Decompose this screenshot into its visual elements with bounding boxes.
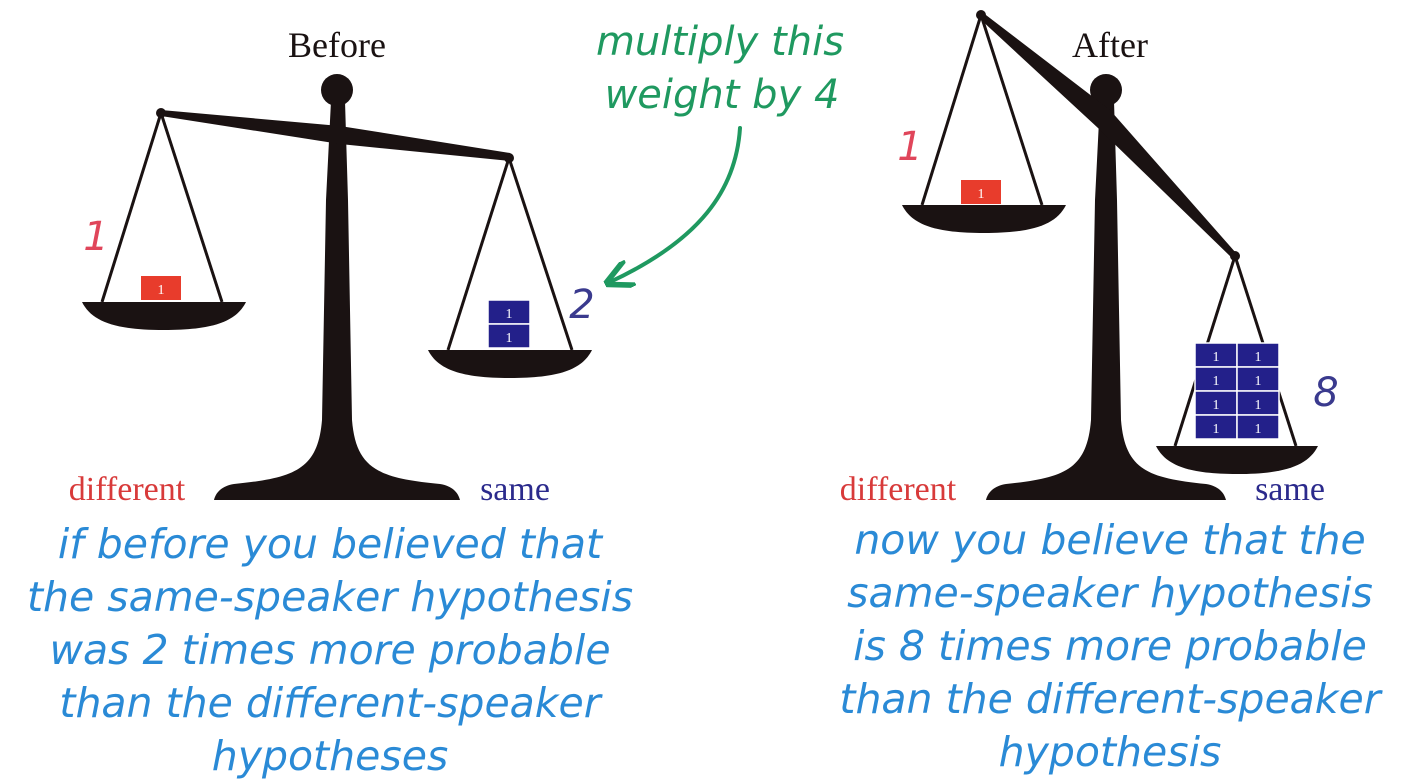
after-scale-knob [1090, 74, 1122, 106]
after-scale: After 1 1 1 1 1 1 1 1 1 1 8 different [840, 10, 1339, 508]
weight-block [1236, 390, 1280, 416]
weight-label: 1 [1213, 350, 1220, 365]
before-title: Before [288, 25, 386, 65]
weight-label: 1 [1255, 374, 1262, 389]
weight-label: 1 [1255, 422, 1262, 437]
after-scale-beam [979, 12, 1236, 258]
before-right-count: 2 [569, 282, 594, 328]
weight-block [1236, 366, 1280, 392]
before-left-pan [82, 112, 246, 330]
annotation-line-2: weight by 4 [605, 72, 840, 118]
after-left-count: 1 [897, 124, 922, 170]
after-scale-post [986, 101, 1226, 500]
after-caption: now you believe that the same-speaker hy… [839, 516, 1381, 776]
after-right-weights: 1 1 1 1 1 1 1 1 [1194, 342, 1280, 440]
weight-block [1194, 414, 1238, 440]
weight-label: 1 [506, 331, 513, 346]
after-left-pan [902, 14, 1066, 233]
weight-block [1236, 414, 1280, 440]
weight-label: 1 [1213, 422, 1220, 437]
weight-label: 1 [1213, 374, 1220, 389]
before-left-weight: 1 [141, 276, 181, 300]
after-left-weight: 1 [961, 180, 1001, 204]
weight-label: 1 [1255, 398, 1262, 413]
after-right-count: 8 [1313, 370, 1338, 416]
before-right-pan [428, 157, 592, 378]
after-title: After [1072, 25, 1148, 65]
multiply-annotation: multiply this weight by 4 [596, 19, 844, 282]
before-scale: Before 1 1 1 1 [69, 25, 595, 508]
after-same-label: same [1255, 471, 1325, 508]
before-different-label: different [69, 471, 186, 508]
weight-block [1194, 366, 1238, 392]
annotation-arrow-icon [610, 126, 742, 282]
after-different-label: different [840, 471, 957, 508]
weight-label: 1 [158, 283, 165, 298]
before-right-weights: 1 1 [487, 299, 531, 349]
weight-label: 1 [506, 307, 513, 322]
before-same-label: same [480, 471, 550, 508]
before-scale-post [214, 101, 460, 500]
before-left-count: 1 [83, 214, 108, 260]
before-caption: if before you believed that the same-spe… [26, 520, 634, 780]
before-scale-beam [161, 110, 510, 161]
weight-label: 1 [1213, 398, 1220, 413]
before-scale-knob [321, 74, 353, 106]
weight-label: 1 [1255, 350, 1262, 365]
weight-label: 1 [978, 187, 985, 202]
annotation-line-1: multiply this [596, 19, 844, 65]
